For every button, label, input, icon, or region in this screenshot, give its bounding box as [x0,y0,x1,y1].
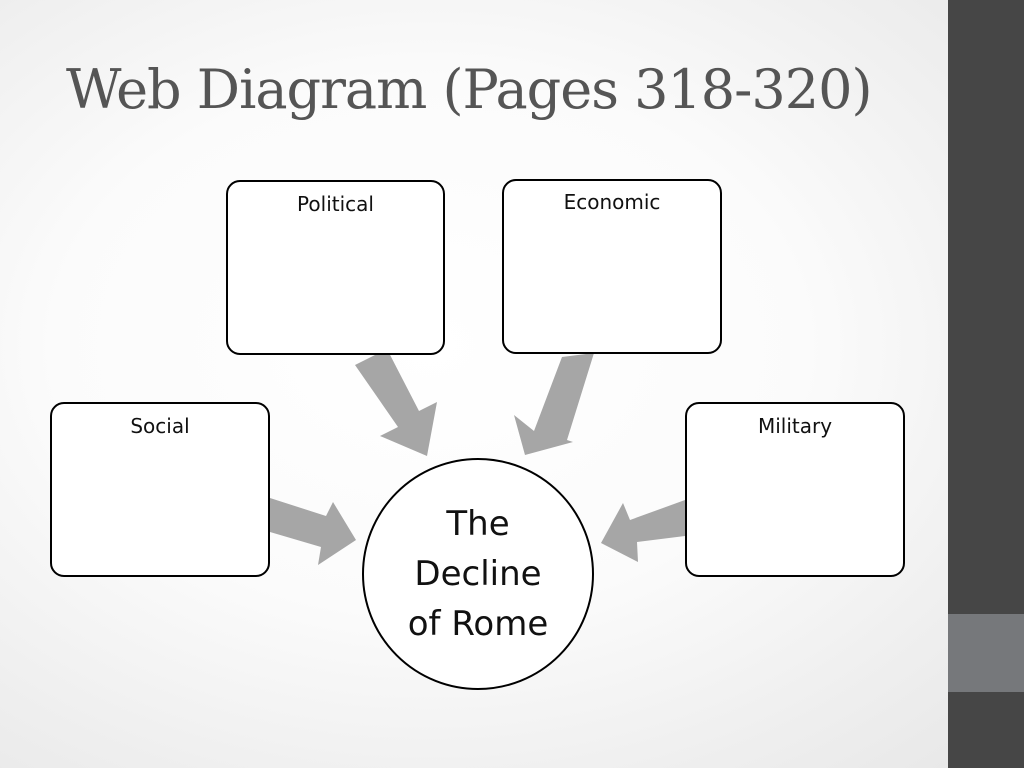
arrow-economic [514,353,594,455]
box-social-label: Social [130,414,190,438]
box-economic-label: Economic [563,190,661,214]
arrow-social [270,498,356,565]
box-military: Military [685,402,905,577]
arrow-military [601,500,685,562]
box-economic: Economic [502,179,722,354]
arrow-political [355,349,437,456]
slide-title: Web Diagram (Pages 318-320) [66,58,873,121]
box-military-label: Military [757,414,833,438]
box-social: Social [50,402,270,577]
sidebar-accent-block [948,614,1024,692]
center-label: The Decline of Rome [407,504,549,644]
box-political-label: Political [297,192,374,216]
box-political: Political [226,180,445,355]
center-circle: The Decline of Rome [362,458,594,690]
